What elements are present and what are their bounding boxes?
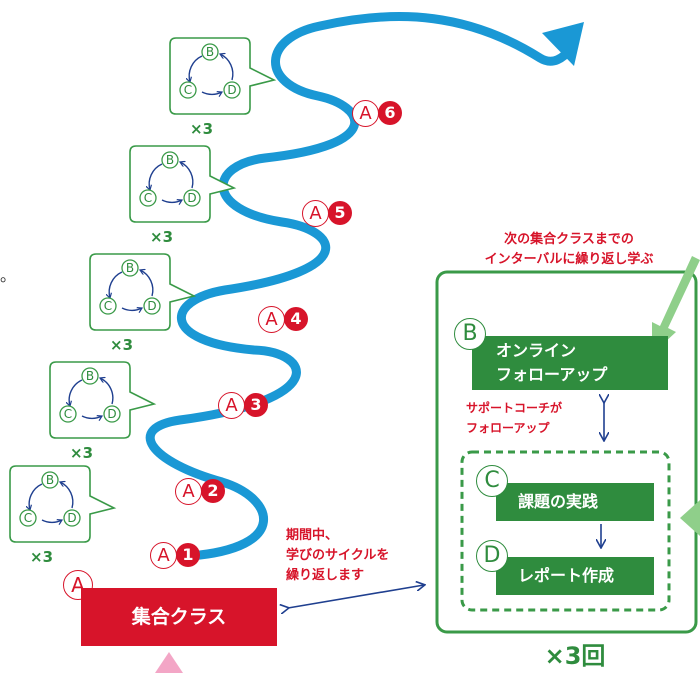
marker-number-circle: 6 — [378, 101, 402, 125]
period-note: 期間中、 学びのサイクルを 繰り返します — [286, 526, 416, 586]
stage-letter-b: B — [125, 261, 135, 275]
period-note-line: 期間中、 — [286, 528, 339, 543]
stage-letter-d: D — [107, 407, 117, 421]
marker-number-circle: 5 — [328, 201, 352, 225]
marker-number-circle: 2 — [201, 479, 225, 503]
support-note-line: サポートコーチが — [466, 401, 563, 415]
marker-letter-circle: A — [258, 306, 285, 333]
stage-letter-b: B — [45, 473, 55, 487]
stage-multiplier: ×3 — [190, 120, 214, 138]
stage-letter-c: C — [23, 511, 33, 525]
stage-multiplier: ×3 — [110, 336, 134, 354]
marker-number-circle: 1 — [176, 543, 200, 567]
stage-letter-c: C — [143, 191, 153, 205]
stage-letter-d: D — [227, 83, 237, 97]
right-edge-pointer — [680, 500, 700, 536]
support-note: サポートコーチが フォローアップ — [466, 398, 562, 438]
marker-letter-circle: A — [352, 100, 379, 127]
marker-letter-circle: A — [175, 478, 202, 505]
stage-letter-c: C — [103, 299, 113, 313]
interval-note: 次の集合クラスまでの インターバルに繰り返し学ぶ — [454, 230, 684, 270]
stage-letter-d: D — [147, 299, 157, 313]
stage-multiplier: ×3 — [150, 228, 174, 246]
b-letter-circle: B — [454, 318, 486, 350]
period-note-line: 学びのサイクルを — [286, 548, 390, 563]
stray-dot: 。 — [0, 266, 17, 285]
link-double-arrow — [288, 585, 424, 608]
stage-letter-d: D — [187, 191, 197, 205]
stage-box-1 — [10, 466, 114, 542]
practice-box: 課題の実践 — [496, 483, 654, 521]
stage-letter-b: B — [85, 369, 95, 383]
marker-number-circle: 4 — [284, 307, 308, 331]
stage-letter-b: B — [205, 45, 215, 59]
marker-letter-circle: A — [302, 200, 329, 227]
interval-pointer-arrow — [652, 256, 700, 354]
d-letter-circle: D — [476, 540, 508, 572]
report-box: レポート作成 — [496, 557, 654, 595]
c-letter-circle: C — [476, 465, 508, 497]
pink-pointer-triangle — [155, 652, 183, 673]
class-box: 集合クラス — [81, 588, 277, 646]
interval-note-line: インターバルに繰り返し学ぶ — [484, 252, 654, 267]
stage-letter-c: C — [63, 407, 73, 421]
panel-multiplier: ×3回 — [544, 642, 606, 670]
stage-box-5 — [170, 38, 274, 114]
cd-dashed-frame — [460, 450, 671, 612]
stage-box-3 — [90, 254, 194, 330]
support-note-line: フォローアップ — [466, 421, 550, 435]
followup-label-line: オンライン — [496, 341, 577, 360]
marker-letter-circle: A — [218, 392, 245, 419]
stage-multiplier: ×3 — [70, 444, 94, 462]
followup-label-line: フォローアップ — [496, 365, 608, 384]
followup-box: オンライン フォローアップ — [472, 336, 668, 390]
interval-note-line: 次の集合クラスまでの — [504, 232, 634, 247]
stage-letter-c: C — [183, 83, 193, 97]
learning-spiral — [145, 12, 577, 561]
stage-letter-d: D — [67, 511, 77, 525]
stage-box-4 — [130, 146, 234, 222]
period-note-line: 繰り返します — [286, 568, 365, 583]
stage-letter-b: B — [165, 153, 175, 167]
marker-number-circle: 3 — [244, 393, 268, 417]
marker-letter-circle: A — [150, 542, 177, 569]
stage-multiplier: ×3 — [30, 548, 54, 566]
spiral-arrowhead — [542, 22, 584, 66]
stage-box-2 — [50, 362, 154, 438]
